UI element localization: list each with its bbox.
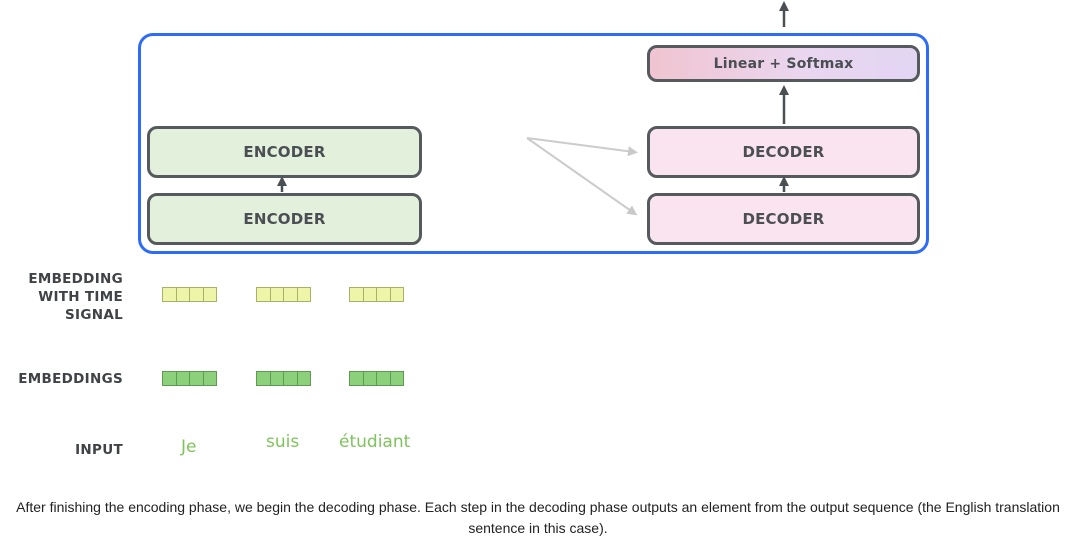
decoder-label: DECODER [742,210,825,228]
embedding-with-time-signal-label: EMBEDDING WITH TIME SIGNAL [28,271,123,323]
model-frame [138,33,929,254]
time-signal-vector [349,287,404,302]
decoder-block-bottom: DECODER [647,193,920,245]
embedding-vector [256,371,311,386]
input-label: INPUT [75,442,123,458]
embeddings-label: EMBEDDINGS [18,371,123,387]
time-signal-vector [162,287,217,302]
embedding-vector [162,371,217,386]
input-word: Je [181,437,197,457]
decoder-block-top: DECODER [647,126,920,178]
encoder-label: ENCODER [243,143,326,161]
linear-softmax-label: Linear + Softmax [713,55,854,72]
encoder-label: ENCODER [243,210,326,228]
encoder-to-decoder-bottom-arrow [526,137,638,216]
decoder-label: DECODER [742,143,825,161]
encoder-to-decoder-top-arrow [526,137,638,157]
input-word: étudiant [339,432,411,452]
encoder-block-bottom: ENCODER [147,193,422,245]
linear-softmax-block: Linear + Softmax [647,45,920,82]
time-signal-vector [256,287,311,302]
embedding-vector [349,371,404,386]
input-word: suis [266,432,300,452]
figure-caption: After finishing the encoding phase, we b… [16,499,1060,536]
